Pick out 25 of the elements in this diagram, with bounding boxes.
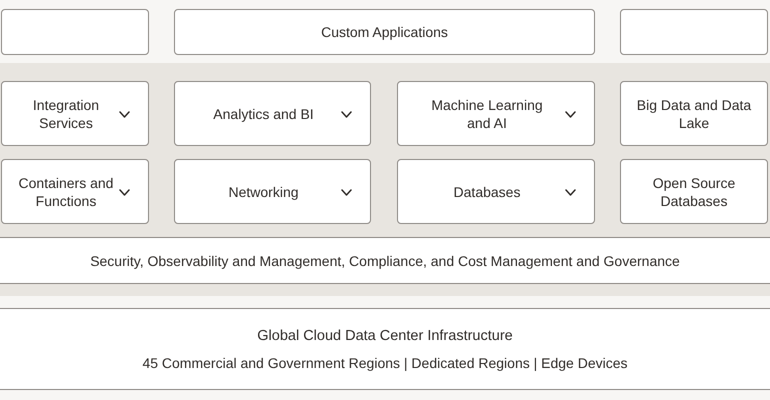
region-list: 45 Commercial and Government Regions | Dedicated Regions | Edge Devices bbox=[142, 354, 628, 372]
service-card bbox=[397, 159, 595, 224]
empty-card bbox=[620, 9, 768, 55]
infrastructure-panel bbox=[0, 308, 770, 390]
service-card bbox=[620, 159, 768, 224]
card-label: Networking bbox=[228, 182, 299, 200]
card-label: Big Data and Data Lake bbox=[636, 96, 752, 132]
empty-card bbox=[1, 9, 149, 55]
layer-bar bbox=[0, 237, 770, 284]
service-card bbox=[620, 81, 768, 146]
card-label: Databases bbox=[454, 182, 520, 200]
service-card bbox=[174, 81, 371, 146]
card-label: Containers and Functions bbox=[18, 174, 114, 210]
service-card bbox=[174, 159, 371, 224]
card-label: Custom Applications bbox=[321, 23, 448, 41]
layer-heading: Global Cloud Data Center Infrastructure bbox=[257, 326, 513, 344]
service-card bbox=[1, 159, 149, 224]
service-card bbox=[397, 81, 595, 146]
service-card bbox=[1, 81, 149, 146]
service-card bbox=[174, 9, 595, 55]
bar-label: Security, Observability and Management, Compliance, and Cost Management and Governance bbox=[90, 252, 680, 270]
card-label: Analytics and BI bbox=[213, 104, 314, 122]
card-label: Open Source Databases bbox=[652, 174, 736, 210]
card-label: Machine Learning and AI bbox=[430, 96, 544, 132]
card-label: Integration Services bbox=[32, 96, 100, 132]
